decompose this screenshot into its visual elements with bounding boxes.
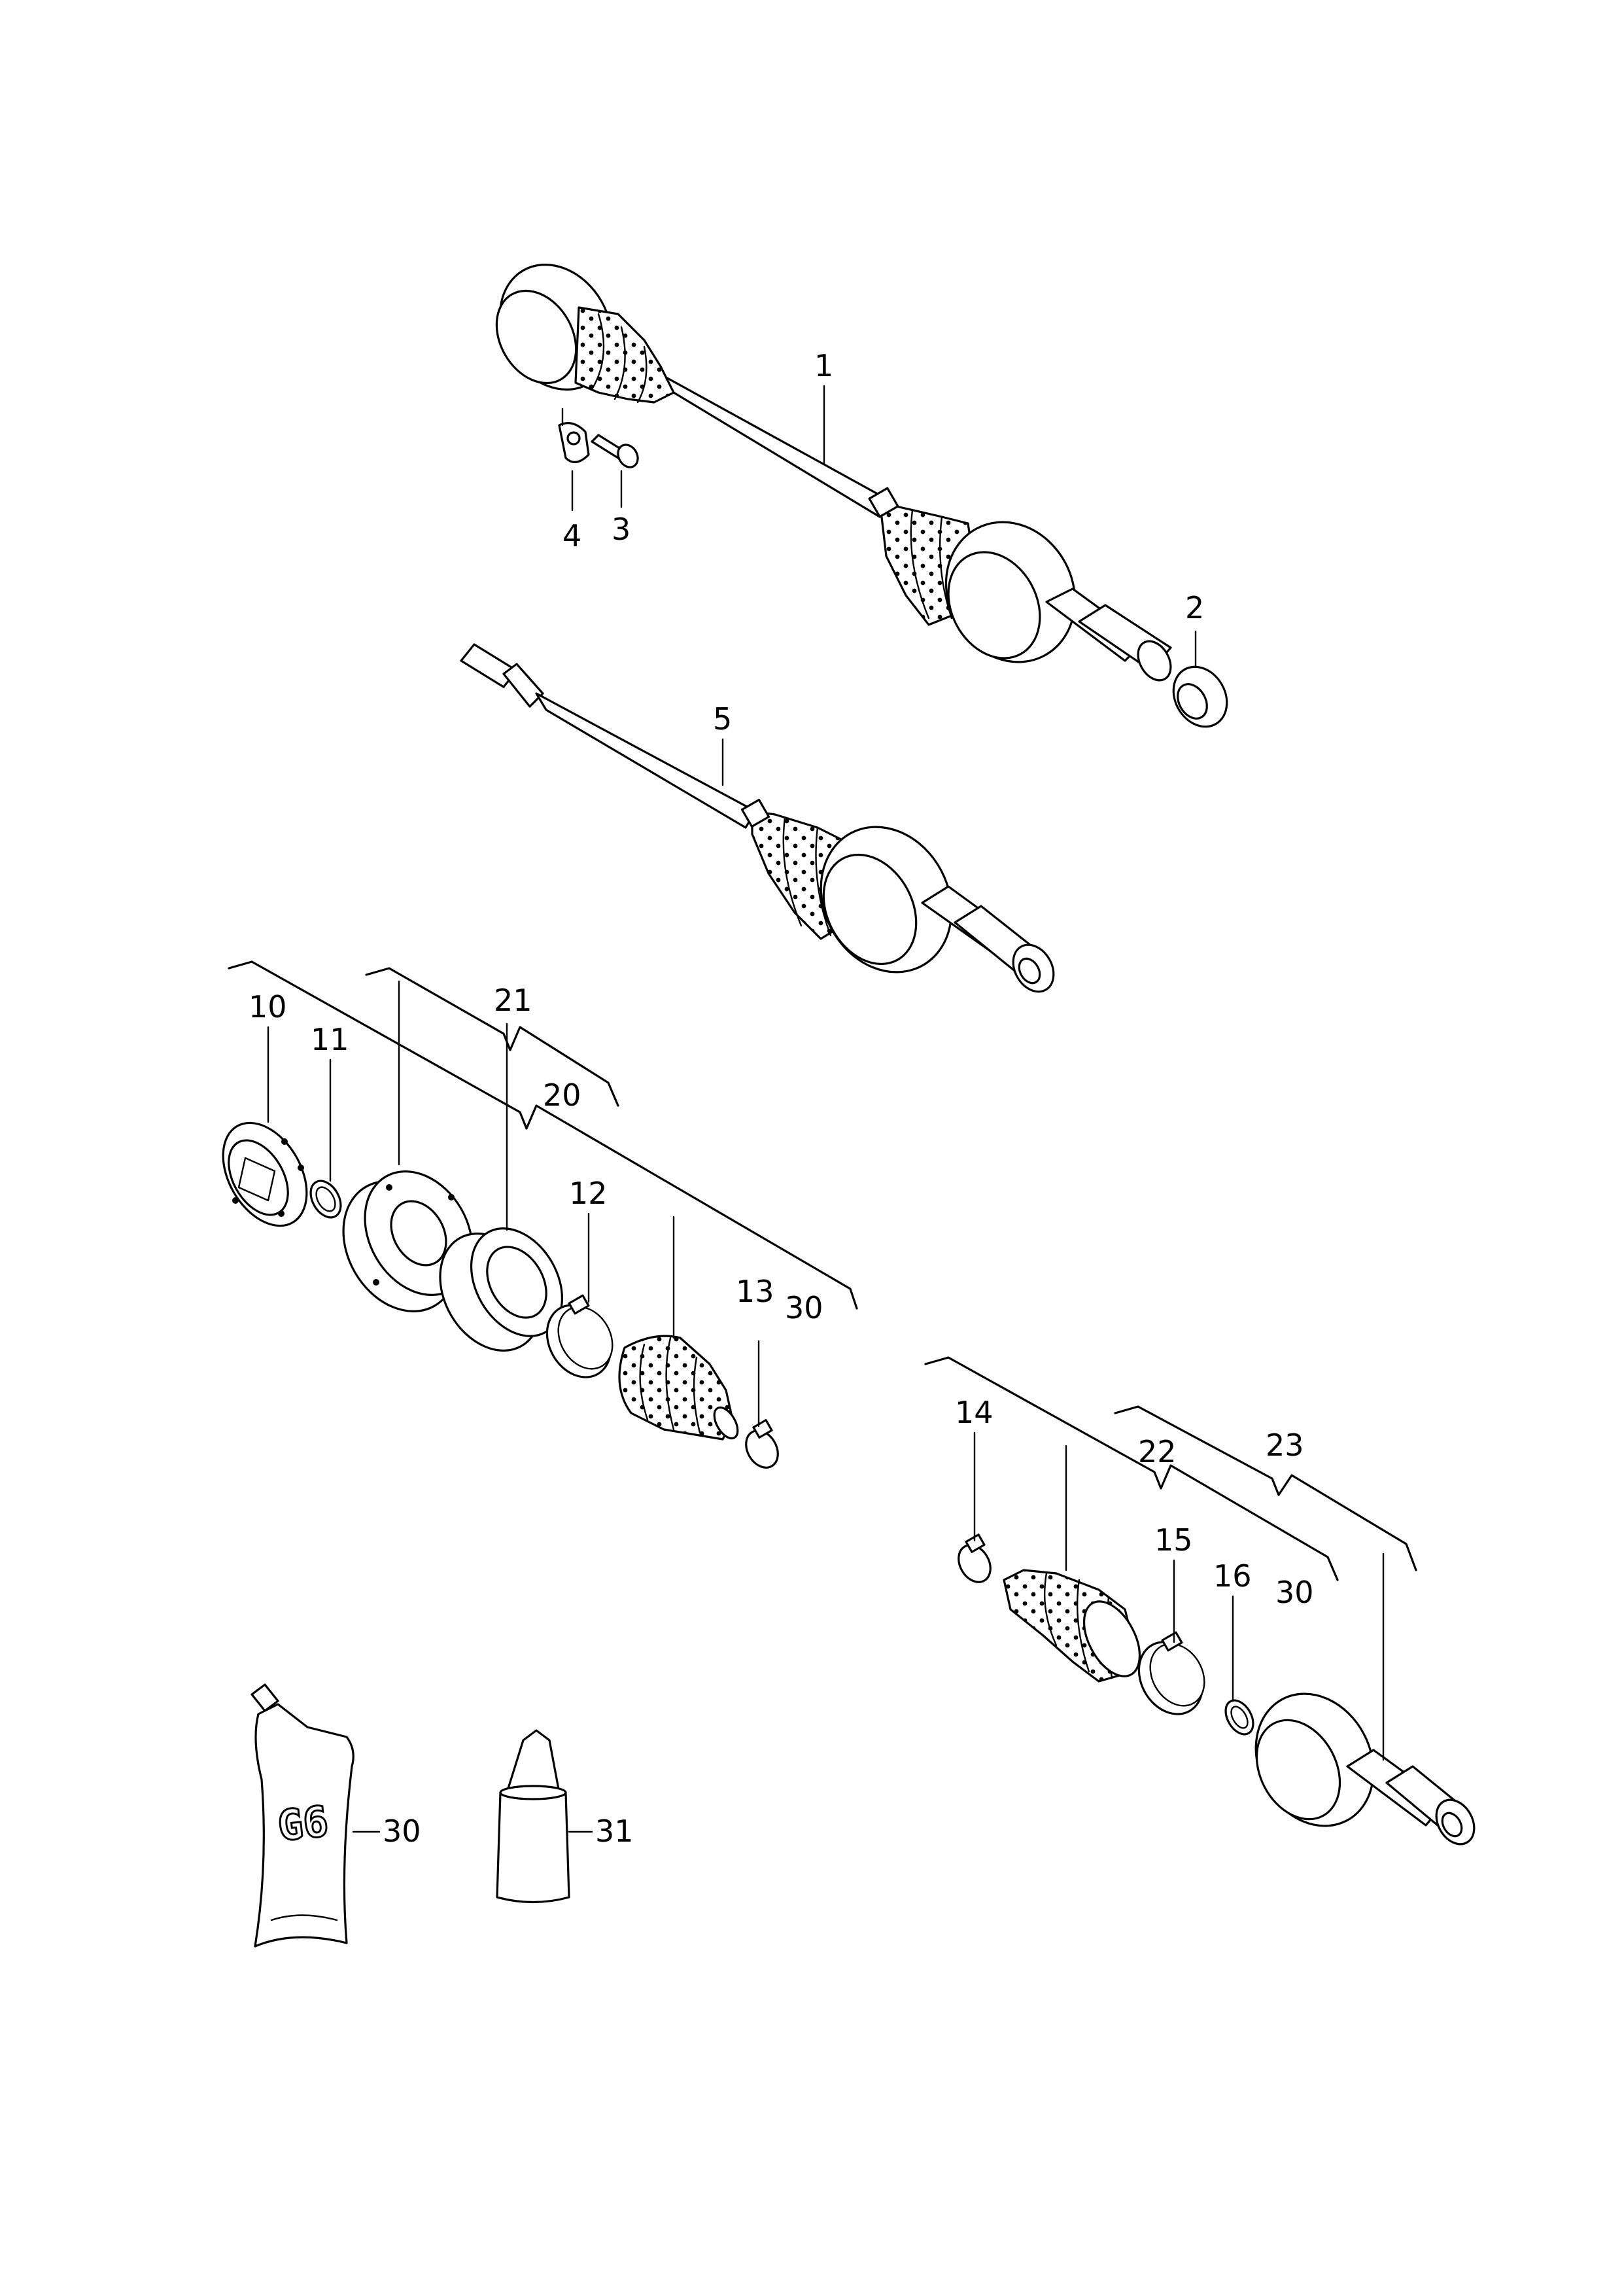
label-21: 21 (494, 983, 532, 1018)
cv-boot-left[interactable] (618, 1335, 742, 1442)
bracket-22-30 (924, 1356, 1339, 1581)
label-4: 4 (562, 518, 581, 553)
bracket-21 (365, 967, 619, 1107)
label-5: 5 (713, 701, 732, 737)
drive-shaft-5[interactable] (460, 643, 1062, 999)
label-16: 16 (1213, 1558, 1252, 1594)
bracket-23 (1114, 1405, 1417, 1571)
circlip-11[interactable] (305, 1176, 347, 1223)
hose-clamp-15[interactable] (1126, 1630, 1215, 1725)
drive-shaft-assembly-1[interactable] (478, 244, 1177, 686)
label-30-left: 30 (785, 1290, 823, 1325)
label-3: 3 (612, 512, 631, 547)
label-1: 1 (814, 348, 833, 383)
label-30-right: 30 (1275, 1575, 1314, 1610)
part-labels: 1 2 3 4 5 10 11 21 20 12 13 30 14 22 23 … (249, 348, 1314, 1849)
label-11: 11 (311, 1022, 349, 1057)
label-15: 15 (1154, 1522, 1193, 1558)
circlip-16[interactable] (1220, 1696, 1258, 1739)
label-2: 2 (1185, 590, 1204, 625)
label-22: 22 (1138, 1434, 1177, 1469)
label-30-tube: 30 (383, 1813, 421, 1849)
label-20: 20 (543, 1077, 581, 1113)
outer-cv-joint-23[interactable] (1234, 1673, 1482, 1851)
grease-tube-30[interactable]: G6 (251, 1683, 354, 1948)
label-12: 12 (569, 1176, 608, 1211)
cv-boot-right[interactable] (1003, 1569, 1151, 1685)
hose-clamp-12[interactable] (534, 1293, 623, 1388)
joint-cover[interactable] (420, 1212, 581, 1369)
small-clamp-14[interactable] (952, 1533, 997, 1588)
label-23: 23 (1266, 1428, 1304, 1463)
flange-plate-10[interactable] (206, 1108, 324, 1240)
label-13: 13 (736, 1274, 774, 1309)
hex-nut-2[interactable] (1163, 657, 1237, 736)
label-14: 14 (955, 1395, 993, 1430)
bracket-20-30 (228, 960, 858, 1310)
label-31: 31 (595, 1813, 634, 1849)
leader-lines (267, 385, 1385, 1833)
small-clamp-13[interactable] (740, 1419, 784, 1473)
label-10: 10 (249, 989, 287, 1025)
grease-label: G6 (275, 1798, 330, 1851)
bolt-3[interactable] (591, 434, 642, 471)
sealant-bottle-31[interactable] (496, 1729, 570, 1904)
lock-plate-4[interactable] (558, 422, 590, 463)
